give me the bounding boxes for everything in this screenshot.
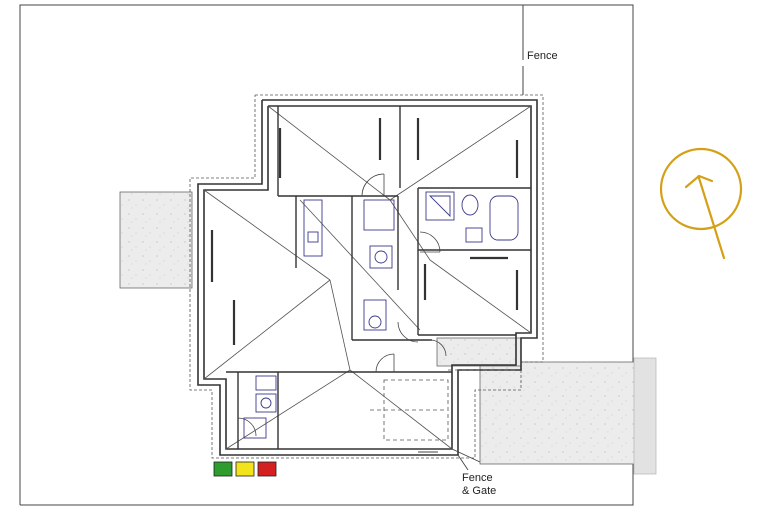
north-arrow-icon: [659, 147, 743, 260]
paving-areas: [119, 191, 657, 475]
garage-car-space: [370, 369, 518, 441]
fence-gate-label-line2: & Gate: [462, 485, 497, 497]
windows: [210, 118, 519, 345]
fence-gate-label: Fence & Gate: [462, 472, 496, 498]
internal-walls: [226, 106, 531, 449]
lot-boundary: [19, 4, 634, 506]
fence-gate-line: [418, 448, 481, 471]
eave-outline: [189, 94, 544, 459]
fence-gate-label-line1: Fence: [462, 472, 493, 484]
roof-hip-lines: [203, 105, 532, 450]
colour-swatches: [213, 461, 277, 477]
door-swings: [237, 173, 447, 437]
fence-label: Fence: [527, 50, 558, 62]
fixtures: [243, 191, 519, 439]
